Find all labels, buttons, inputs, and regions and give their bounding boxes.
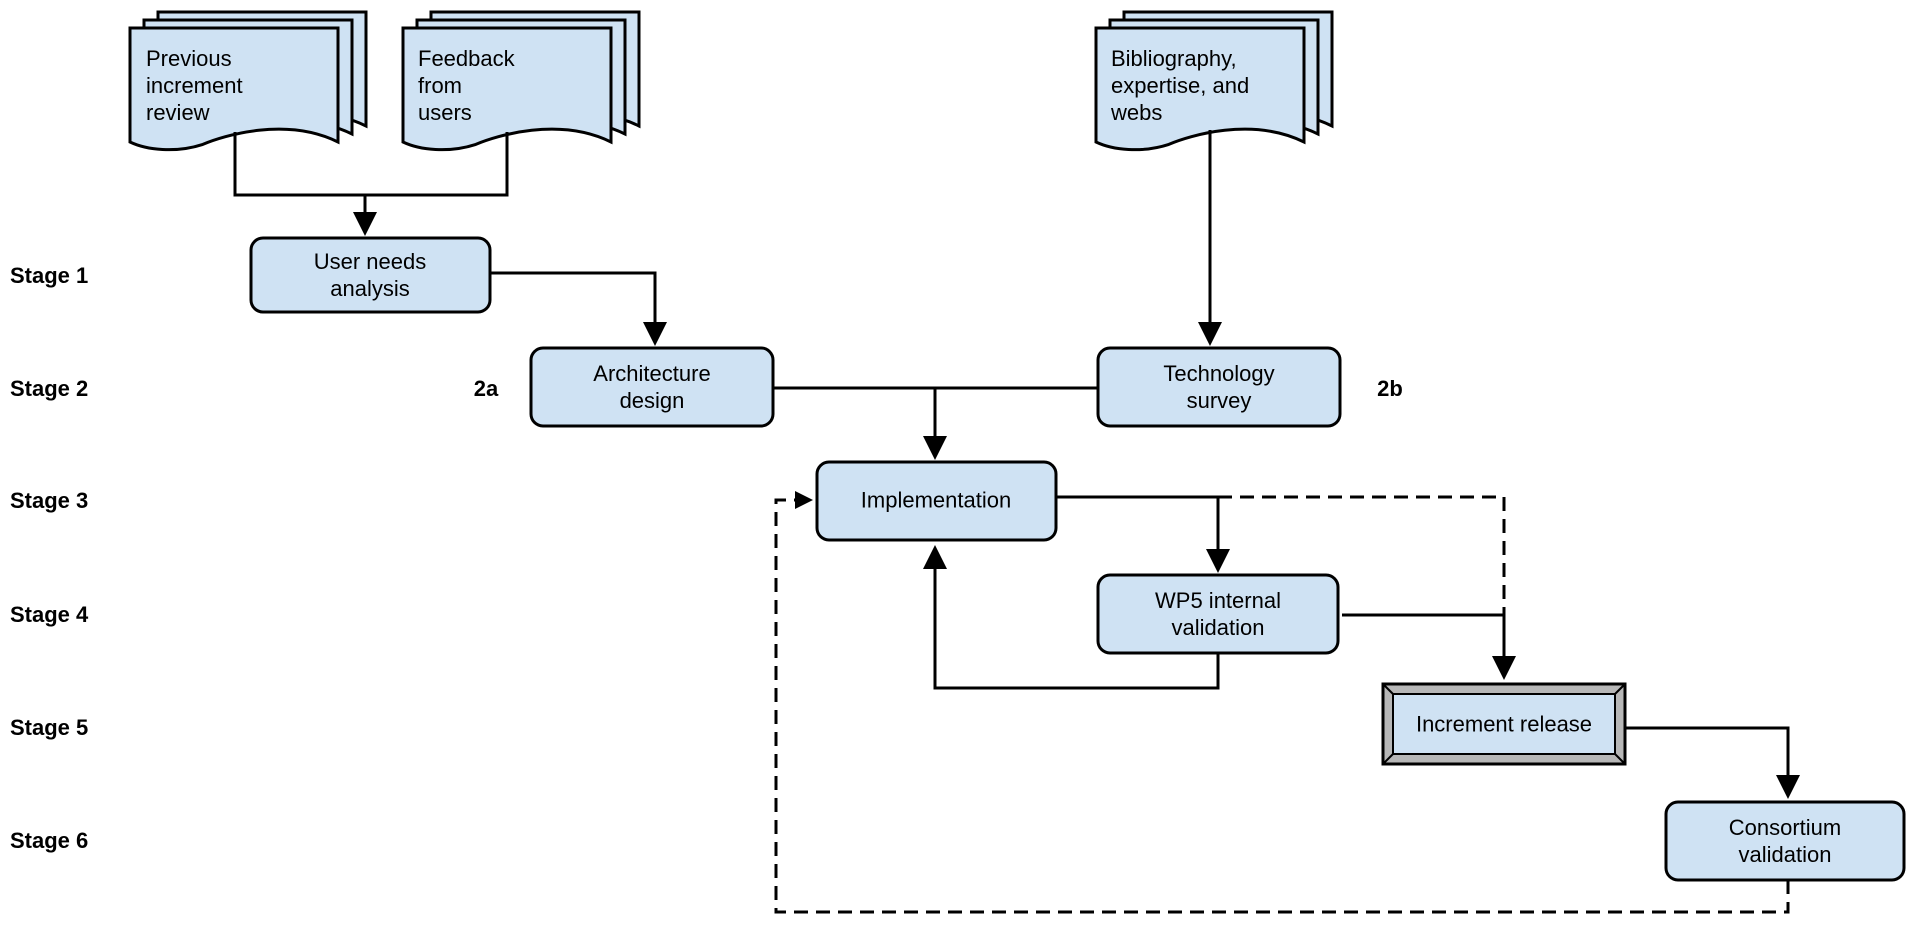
consortium-label-line: Consortium [1728,815,1842,840]
consortium-label-line: validation [1738,842,1832,867]
bibliography-label-line: Bibliography, [1111,46,1237,71]
architecture-label-line: Architecture [593,361,711,386]
previous-review-label-line: review [146,100,210,125]
box-architecture [529,346,775,428]
wp5-validation-label-line: WP5 internal [1155,588,1281,613]
release-frame-bevel-3 [1614,753,1626,765]
sub-label-2a: 2a [473,376,499,401]
implementation-label-line: Implementation [860,487,1012,513]
feedback-label-line: users [418,100,472,125]
increment-release-label-line: Increment release [1415,711,1593,737]
arrow-user-needs-to-architecture [490,271,667,346]
doc-bibliography-sheet-front [1094,26,1306,152]
release-frame-bevel-0 [1382,683,1394,695]
architecture-label-line: design [619,388,685,413]
dashed-consortium-feedback-loop [774,491,1790,914]
bibliography-label-line: expertise, and [1111,73,1250,98]
doc-previous-review-sheet-front [128,26,340,152]
stage-label-4: Stage 4 [10,602,89,627]
release-frame-bevel-2 [1382,753,1394,765]
bibliography-label-line: webs [1111,100,1163,125]
feedback-label-line: Feedback [418,46,515,71]
sub-label-2b: 2b [1377,376,1403,401]
arrow-implementation-to-wp5 [1056,495,1230,573]
technology-label-line: survey [1186,388,1252,413]
box-consortium [1664,800,1906,882]
dashed-implementation-to-release [1218,495,1506,670]
box-user-needs [249,236,492,314]
stage-label-3: Stage 3 [10,488,89,513]
box-wp5-validation [1096,573,1340,655]
arrow-wp5-back-to-implementation [923,545,1220,690]
technology-label-line: Technology [1163,361,1275,386]
stage-label-5: Stage 5 [10,715,89,740]
arrow-release-to-consortium [1625,726,1800,799]
previous-review-label-line: increment [146,73,243,98]
increment-release-label: Increment release [1416,711,1592,738]
box-implementation [815,460,1058,542]
connector-docs-merge [233,132,509,197]
box-technology [1096,346,1342,428]
user-needs-label-line: analysis [330,276,410,301]
implementation-label: Implementation [861,487,1011,514]
previous-review-label-line: Previous [146,46,232,71]
doc-feedback-sheet-front [401,26,613,152]
wp5-validation-label-line: validation [1171,615,1265,640]
stage-label-2: Stage 2 [10,376,89,401]
box-increment-release [1392,693,1616,755]
feedback-label-line: from [418,73,462,98]
stage-label-1: Stage 1 [10,263,89,288]
release-frame-bevel-1 [1614,683,1626,695]
stage-label-6: Stage 6 [10,828,89,853]
user-needs-label-line: User needs [313,249,427,274]
arrow-wp5-to-release [1342,613,1516,680]
